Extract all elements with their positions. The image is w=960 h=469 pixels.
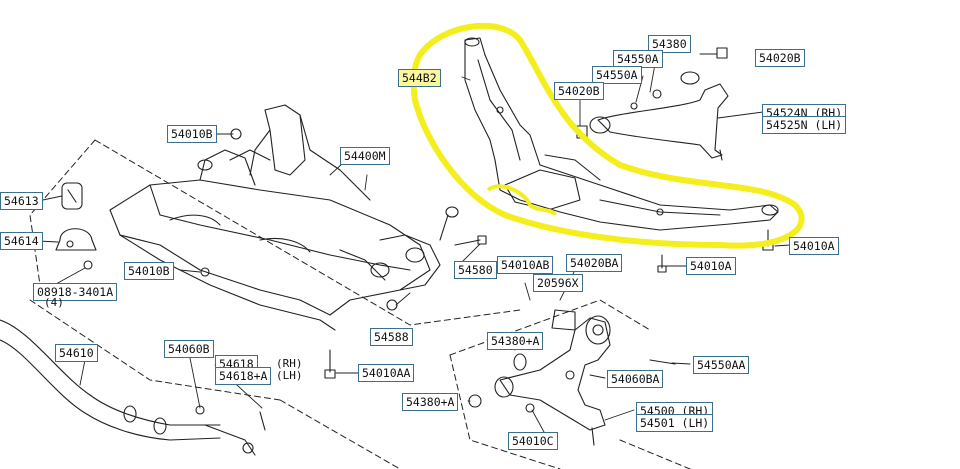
part-quantity-08918: (4): [44, 296, 64, 309]
part-label-54380[interactable]: 54380: [648, 35, 691, 53]
part-label-54550AA[interactable]: 54550AA: [693, 356, 750, 374]
part-label-54618A[interactable]: 54618+A: [215, 367, 272, 385]
part-label-54525N-lh[interactable]: 54525N (LH): [762, 116, 847, 134]
part-label-54501-lh[interactable]: 54501 (LH): [636, 414, 714, 432]
part-label-54400M[interactable]: 54400M: [340, 147, 390, 165]
lower-arm-assembly-544B2: [464, 37, 779, 231]
part-label-54010A-lower[interactable]: 54010A: [686, 257, 736, 275]
part-label-54020B-right[interactable]: 54020B: [755, 49, 805, 67]
part-label-54010AA[interactable]: 54010AA: [358, 364, 415, 382]
part-label-54588[interactable]: 54588: [370, 328, 413, 346]
part-label-54010A-right[interactable]: 54010A: [789, 237, 839, 255]
part-label-544B2[interactable]: 544B2: [398, 69, 441, 87]
part-label-54380A-upper[interactable]: 54380+A: [487, 332, 544, 350]
part-label-54020BA[interactable]: 54020BA: [566, 254, 623, 272]
part-label-54060B[interactable]: 54060B: [164, 340, 214, 358]
part-label-54614[interactable]: 54614: [0, 232, 43, 250]
part-label-54380A-lower[interactable]: 54380+A: [402, 393, 459, 411]
highlight-mount: [486, 184, 557, 217]
part-label-54010B-top[interactable]: 54010B: [167, 125, 217, 143]
part-label-54010C[interactable]: 54010C: [508, 432, 558, 450]
lower-link-knuckle: [468, 309, 676, 446]
part-label-54010B-bottom[interactable]: 54010B: [124, 262, 174, 280]
stabilizer-bar: [0, 319, 266, 456]
part-label-20596X[interactable]: 20596X: [533, 274, 583, 292]
highlight-ring: [410, 22, 805, 249]
subframe-crossmember: [109, 104, 459, 331]
part-label-08918-3401A[interactable]: 08918-3401A: [33, 283, 118, 301]
part-label-54610[interactable]: 54610: [55, 344, 98, 362]
part-label-54020B-left[interactable]: 54020B: [554, 82, 604, 100]
part-label-54550A-middle[interactable]: 54550A: [592, 66, 642, 84]
part-label-54060BA[interactable]: 54060BA: [607, 370, 664, 388]
part-side-54618-rh: (RH): [276, 357, 303, 370]
assembly-dashed-outline: [29, 139, 691, 469]
part-label-54010AB[interactable]: 54010AB: [497, 256, 554, 274]
part-label-54550A-top[interactable]: 54550A: [613, 50, 663, 68]
part-label-54613[interactable]: 54613: [0, 192, 43, 210]
part-side-54618A-lh: (LH): [276, 369, 303, 382]
part-label-54580[interactable]: 54580: [454, 261, 497, 279]
leader-lines: [37, 52, 791, 433]
